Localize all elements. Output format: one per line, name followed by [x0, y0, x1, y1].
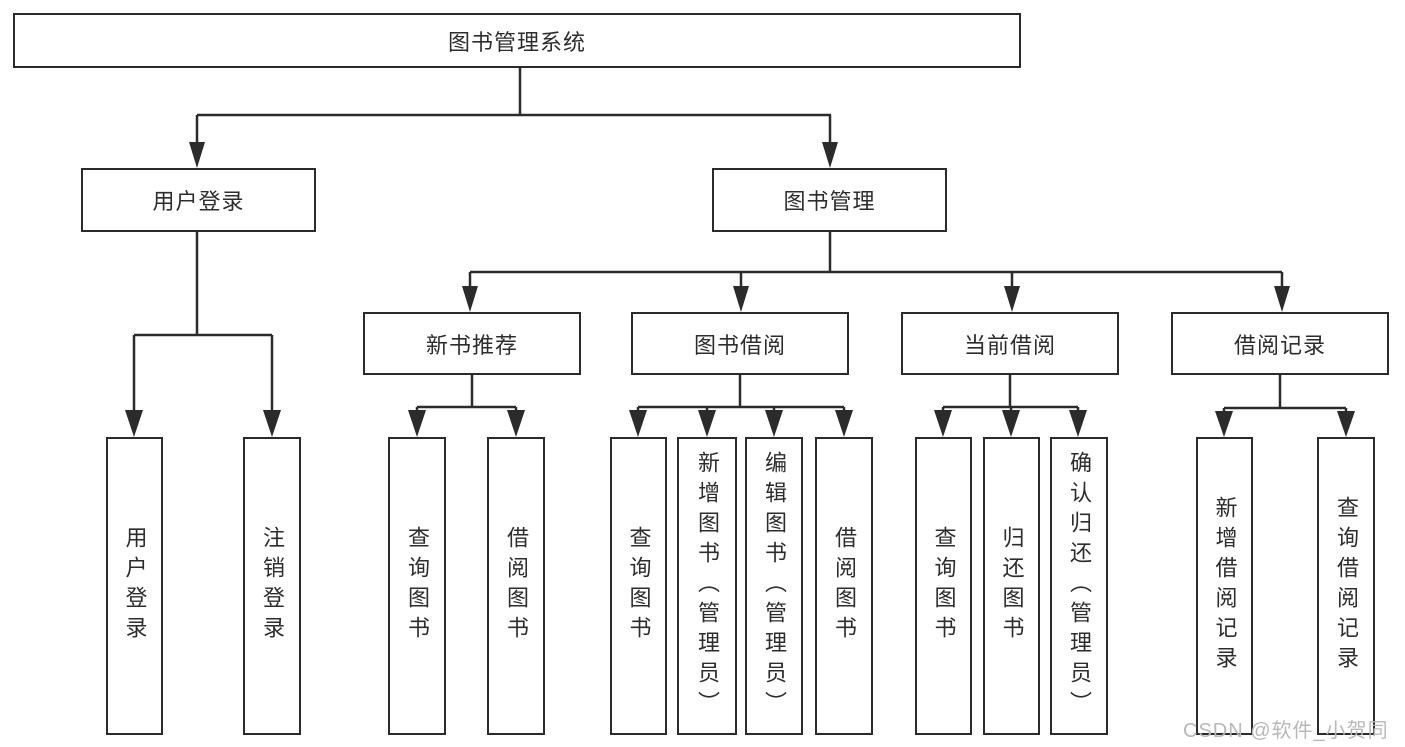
node-book-management: 图书管理 — [712, 168, 947, 232]
node-user-login: 用户登录 — [81, 168, 316, 232]
leaf-borrow-books: 借阅图书 — [815, 437, 873, 735]
leaf-logout: 注销登录 — [243, 437, 301, 735]
leaf-confirm-return-admin: 确认归还（管理员） — [1050, 437, 1108, 735]
leaf-query-borrow-record: 查询借阅记录 — [1317, 437, 1375, 735]
csdn-watermark: CSDN @软件_小贺同学 — [1183, 720, 1389, 742]
leaf-add-borrow-record: 新增借阅记录 — [1196, 437, 1253, 735]
leaf-borrow-books-recommend: 借阅图书 — [487, 437, 545, 735]
leaf-query-books-borrowing: 查询图书 — [610, 437, 667, 735]
leaf-user-login: 用户登录 — [106, 437, 163, 735]
leaf-query-books-recommend: 查询图书 — [388, 437, 446, 735]
leaf-edit-book-admin: 编辑图书（管理员） — [745, 437, 803, 735]
leaf-add-book-admin: 新增图书（管理员） — [677, 437, 737, 735]
node-library-management-system: 图书管理系统 — [13, 13, 1021, 68]
leaf-query-books-current: 查询图书 — [915, 437, 972, 735]
node-current-borrowing: 当前借阅 — [901, 312, 1119, 375]
node-borrowing-records: 借阅记录 — [1171, 312, 1389, 375]
node-book-borrowing: 图书借阅 — [631, 312, 849, 375]
node-new-book-recommendation: 新书推荐 — [363, 312, 581, 375]
leaf-return-books: 归还图书 — [983, 437, 1040, 735]
